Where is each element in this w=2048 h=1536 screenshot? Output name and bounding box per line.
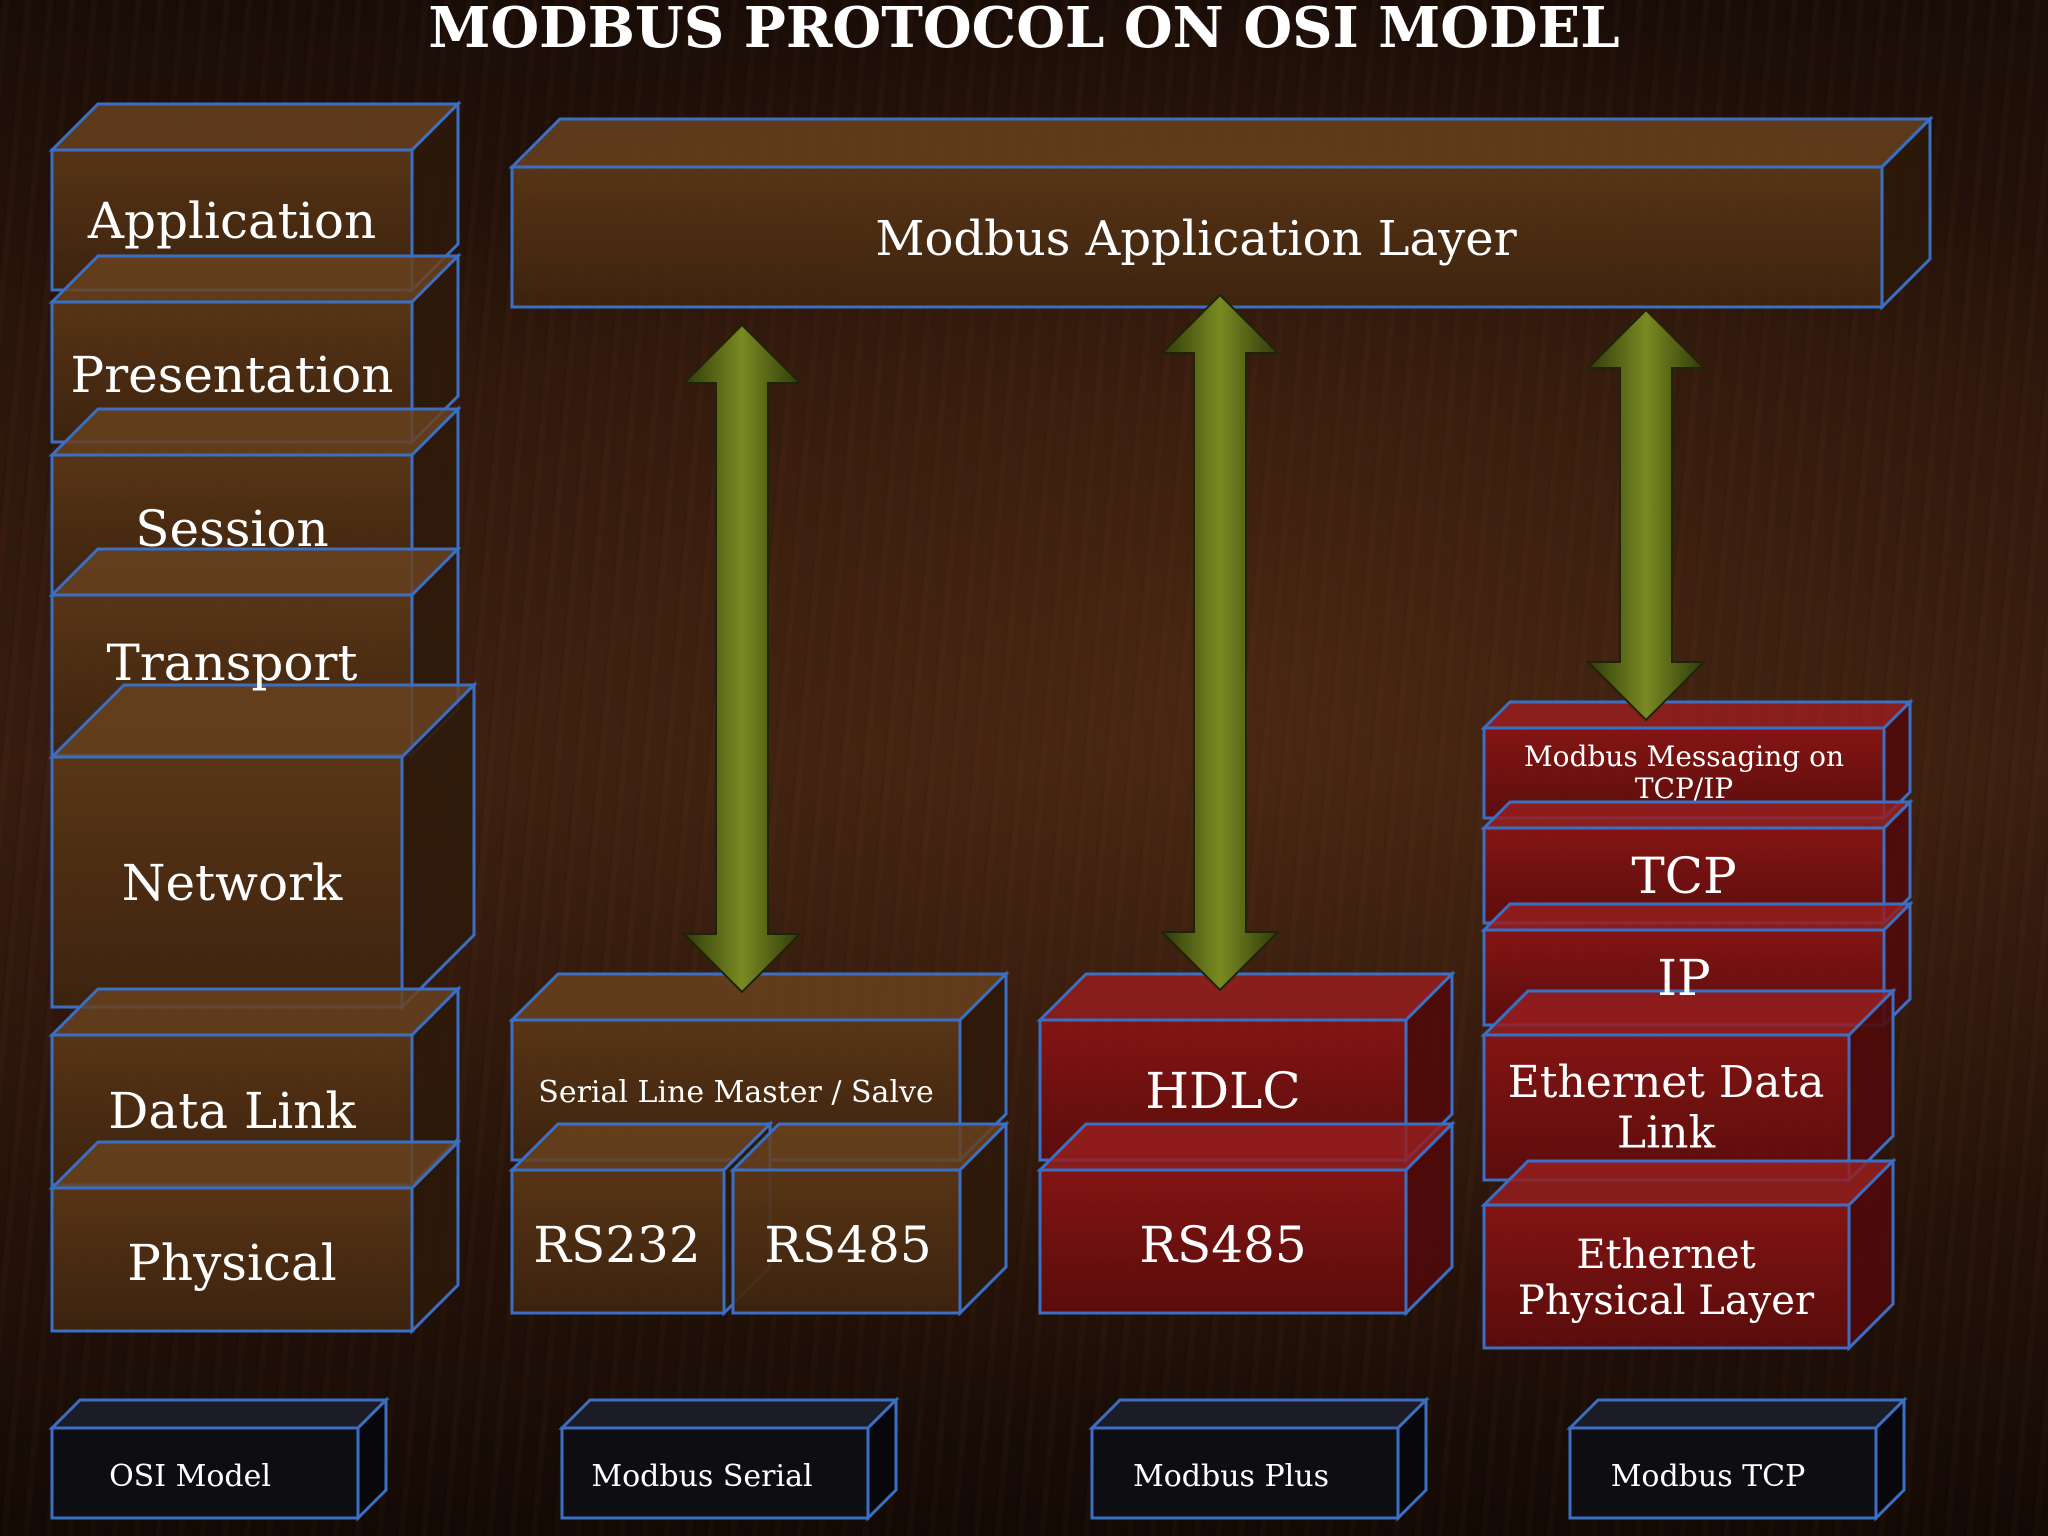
ip-label: IP (1657, 949, 1710, 1007)
ethernet-data-link-label-line: Link (1617, 1108, 1716, 1159)
layer-labels: ApplicationPresentationSessionTransportN… (71, 192, 1844, 1494)
osi-layer-label-1: Presentation (71, 346, 394, 404)
rs232-label: RS232 (533, 1216, 700, 1274)
serial-rs485-label: RS485 (764, 1216, 931, 1274)
tcp-messaging-label-line: TCP/IP (1635, 772, 1733, 805)
osi-layer-label-3: Transport (106, 634, 357, 692)
osi-box-network (48, 681, 478, 1011)
osi-layer-label-0: Application (87, 192, 376, 250)
column-label-plus-box (1088, 1396, 1430, 1522)
column-label-serial-box (558, 1396, 900, 1522)
ethernet-physical-box (1480, 1157, 1897, 1352)
tcp-label: TCP (1631, 847, 1736, 905)
modbus-application-box (508, 115, 1934, 311)
osi-box-physical (48, 1138, 462, 1335)
osi-layer-label-5: Data Link (108, 1082, 356, 1140)
serial-master-slave-label: Serial Line Master / Salve (538, 1075, 933, 1110)
connector-arrows (681, 293, 1707, 994)
column-label-osi-box (48, 1396, 390, 1522)
plus-double-arrow-icon (1159, 293, 1281, 992)
modbus-application-label: Modbus Application Layer (875, 211, 1516, 267)
column-label-serial: Modbus Serial (591, 1459, 812, 1494)
plus-rs485-label: RS485 (1139, 1216, 1306, 1274)
column-label-plus: Modbus Plus (1133, 1459, 1329, 1494)
serial-rs485-box (729, 1120, 1010, 1317)
plus-rs485-box (1036, 1120, 1456, 1317)
page-title: MODBUS PROTOCOL ON OSI MODEL (428, 0, 1620, 61)
column-label-tcp-box (1566, 1396, 1908, 1522)
column-label-tcp: Modbus TCP (1611, 1459, 1806, 1494)
ethernet-physical-label-line: Ethernet (1576, 1232, 1755, 1278)
tcp-messaging-label-line: Modbus Messaging on (1524, 740, 1844, 773)
layer-boxes (48, 100, 1934, 1522)
ethernet-data-link-box (1480, 987, 1897, 1184)
serial-double-arrow-icon (681, 323, 803, 994)
osi-layer-label-4: Network (122, 854, 343, 912)
column-label-osi: OSI Model (109, 1459, 271, 1494)
osi-layer-label-2: Session (135, 500, 328, 558)
hdlc-label: HDLC (1145, 1062, 1300, 1120)
tcp-double-arrow-icon (1585, 308, 1707, 722)
ethernet-data-link-label-line: Ethernet Data (1508, 1057, 1825, 1108)
osi-layer-label-6: Physical (127, 1234, 337, 1292)
ethernet-physical-label-line: Physical Layer (1518, 1278, 1815, 1324)
